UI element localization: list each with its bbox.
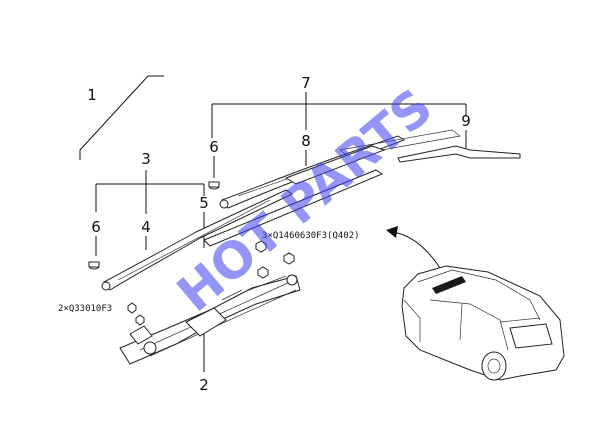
wiper-blade-lower (203, 169, 384, 247)
car-outline (401, 265, 565, 381)
nut-icon (255, 240, 295, 279)
callout-8: 8 (301, 132, 311, 150)
clip-icon (127, 302, 145, 326)
callout-7: 7 (301, 74, 311, 92)
callout-9: 9 (461, 112, 471, 130)
clip-part-number: 2×Q33010F3 (58, 304, 112, 314)
callout-5: 5 (199, 194, 209, 212)
callout-6-upper: 6 (209, 138, 219, 156)
bracket-3 (95, 170, 205, 214)
pivot-cap-upper (208, 181, 220, 190)
pivot-cap-lower (88, 261, 100, 270)
callout-1: 1 (87, 86, 97, 104)
wiper-linkage-assembly (119, 274, 301, 365)
callout-3: 3 (141, 150, 151, 168)
callout-4: 4 (141, 218, 151, 236)
leader-1 (79, 75, 164, 160)
wiper-blade-upper (284, 145, 386, 185)
arrow-head-icon (386, 226, 398, 238)
wiper-blade-right (339, 129, 521, 163)
wiper-arm-lower (101, 189, 294, 291)
pointer-arrow (391, 231, 441, 269)
callout-6-lower: 6 (91, 218, 101, 236)
nut-part-number: 3×Q1460630F3(Q402) (262, 231, 360, 241)
bracket-7 (211, 92, 467, 138)
callout-2: 2 (199, 376, 209, 394)
